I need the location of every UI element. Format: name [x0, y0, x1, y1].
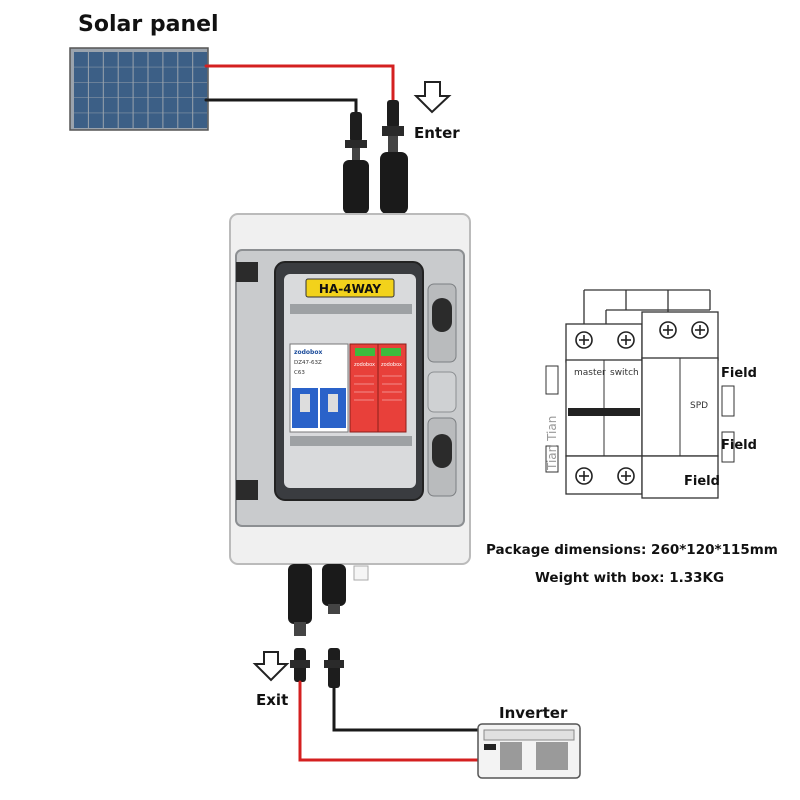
schematic-master-label: master [574, 368, 606, 378]
mc4-connector-bottom-left [288, 564, 312, 636]
solar-cell [103, 52, 118, 67]
exit-label: Exit [256, 691, 289, 709]
solar-cell [193, 113, 208, 128]
solar-cell [88, 67, 103, 83]
page-title: Solar panel [78, 12, 219, 37]
dc-breaker: zodobox DZ47-63Z C63 [289, 343, 349, 433]
solar-cell [133, 67, 148, 83]
solar-cell [193, 97, 208, 113]
solar-cell [74, 52, 88, 67]
schematic-spd-label: SPD [690, 401, 708, 411]
solar-cell [133, 52, 148, 67]
mc4-connector-exit-right [324, 648, 344, 688]
solar-cell [148, 67, 163, 83]
solar-cell [74, 97, 88, 113]
black-wire-top [204, 98, 358, 120]
field-label-2: Field [721, 438, 757, 453]
solar-cell [118, 67, 133, 83]
mc4-connector-bottom-right [322, 564, 369, 614]
combiner-box: HA-4WAY zodobox DZ47-63Z C63 [229, 213, 471, 565]
solar-cell [118, 113, 133, 128]
solar-cell [133, 113, 148, 128]
solar-cell [118, 52, 133, 67]
enter-label: Enter [414, 124, 460, 142]
surge-protector: zodobox zodobox [349, 343, 407, 433]
solar-cell [118, 82, 133, 98]
solar-cell [163, 82, 178, 98]
solar-cell [178, 97, 193, 113]
solar-cell [103, 113, 118, 128]
svg-text:DZ47-63Z: DZ47-63Z [294, 360, 322, 366]
down-arrow-icon [252, 651, 290, 682]
solar-cell [148, 97, 163, 113]
svg-text:zodobox: zodobox [381, 362, 402, 368]
field-label-3: Field [684, 474, 720, 489]
svg-text:C63: C63 [294, 370, 305, 376]
solar-cell [88, 82, 103, 98]
solar-cell [133, 97, 148, 113]
inverter-label: Inverter [499, 704, 568, 722]
wiring-schematic: master switch SPD Tian Tian [545, 289, 735, 499]
solar-cell [163, 52, 178, 67]
input-wires [204, 64, 395, 120]
down-arrow-icon [413, 81, 452, 114]
schematic-switch-label: switch [610, 368, 639, 378]
solar-panel [69, 47, 209, 131]
mc4-connector-top-left [343, 112, 369, 214]
solar-cell [178, 67, 193, 83]
red-wire-top [204, 64, 395, 107]
package-weight: Weight with box: 1.33KG [535, 570, 725, 586]
solar-cell [88, 113, 103, 128]
solar-cell [193, 67, 208, 83]
solar-cell [178, 52, 193, 67]
box-model-label: HA-4WAY [319, 282, 381, 296]
black-wire-bottom [332, 686, 482, 732]
mc4-connector-exit-left [290, 648, 310, 682]
solar-cell [74, 82, 88, 98]
solar-cell [163, 67, 178, 83]
solar-cell [163, 113, 178, 128]
solar-cell [178, 82, 193, 98]
solar-cell [88, 97, 103, 113]
solar-cell [148, 113, 163, 128]
solar-cell [74, 67, 88, 83]
svg-text:zodobox: zodobox [294, 349, 322, 356]
solar-cell [103, 82, 118, 98]
solar-cell [118, 97, 133, 113]
red-wire-bottom [298, 680, 482, 762]
package-dimensions: Package dimensions: 260*120*115mm [486, 542, 778, 558]
solar-cell [74, 113, 88, 128]
field-label-1: Field [721, 366, 757, 381]
output-wires [298, 680, 482, 762]
watermark: Tian Tian [545, 416, 559, 471]
mc4-connector-top-right [380, 100, 408, 214]
inverter [477, 723, 581, 779]
solar-cell [178, 113, 193, 128]
solar-cell [133, 82, 148, 98]
solar-cell [103, 67, 118, 83]
solar-cell [88, 52, 103, 67]
solar-cell [148, 82, 163, 98]
solar-cell [193, 52, 208, 67]
solar-cell [163, 97, 178, 113]
solar-cell [193, 82, 208, 98]
solar-cell [103, 97, 118, 113]
svg-text:zodobox: zodobox [354, 362, 375, 368]
solar-cell [148, 52, 163, 67]
